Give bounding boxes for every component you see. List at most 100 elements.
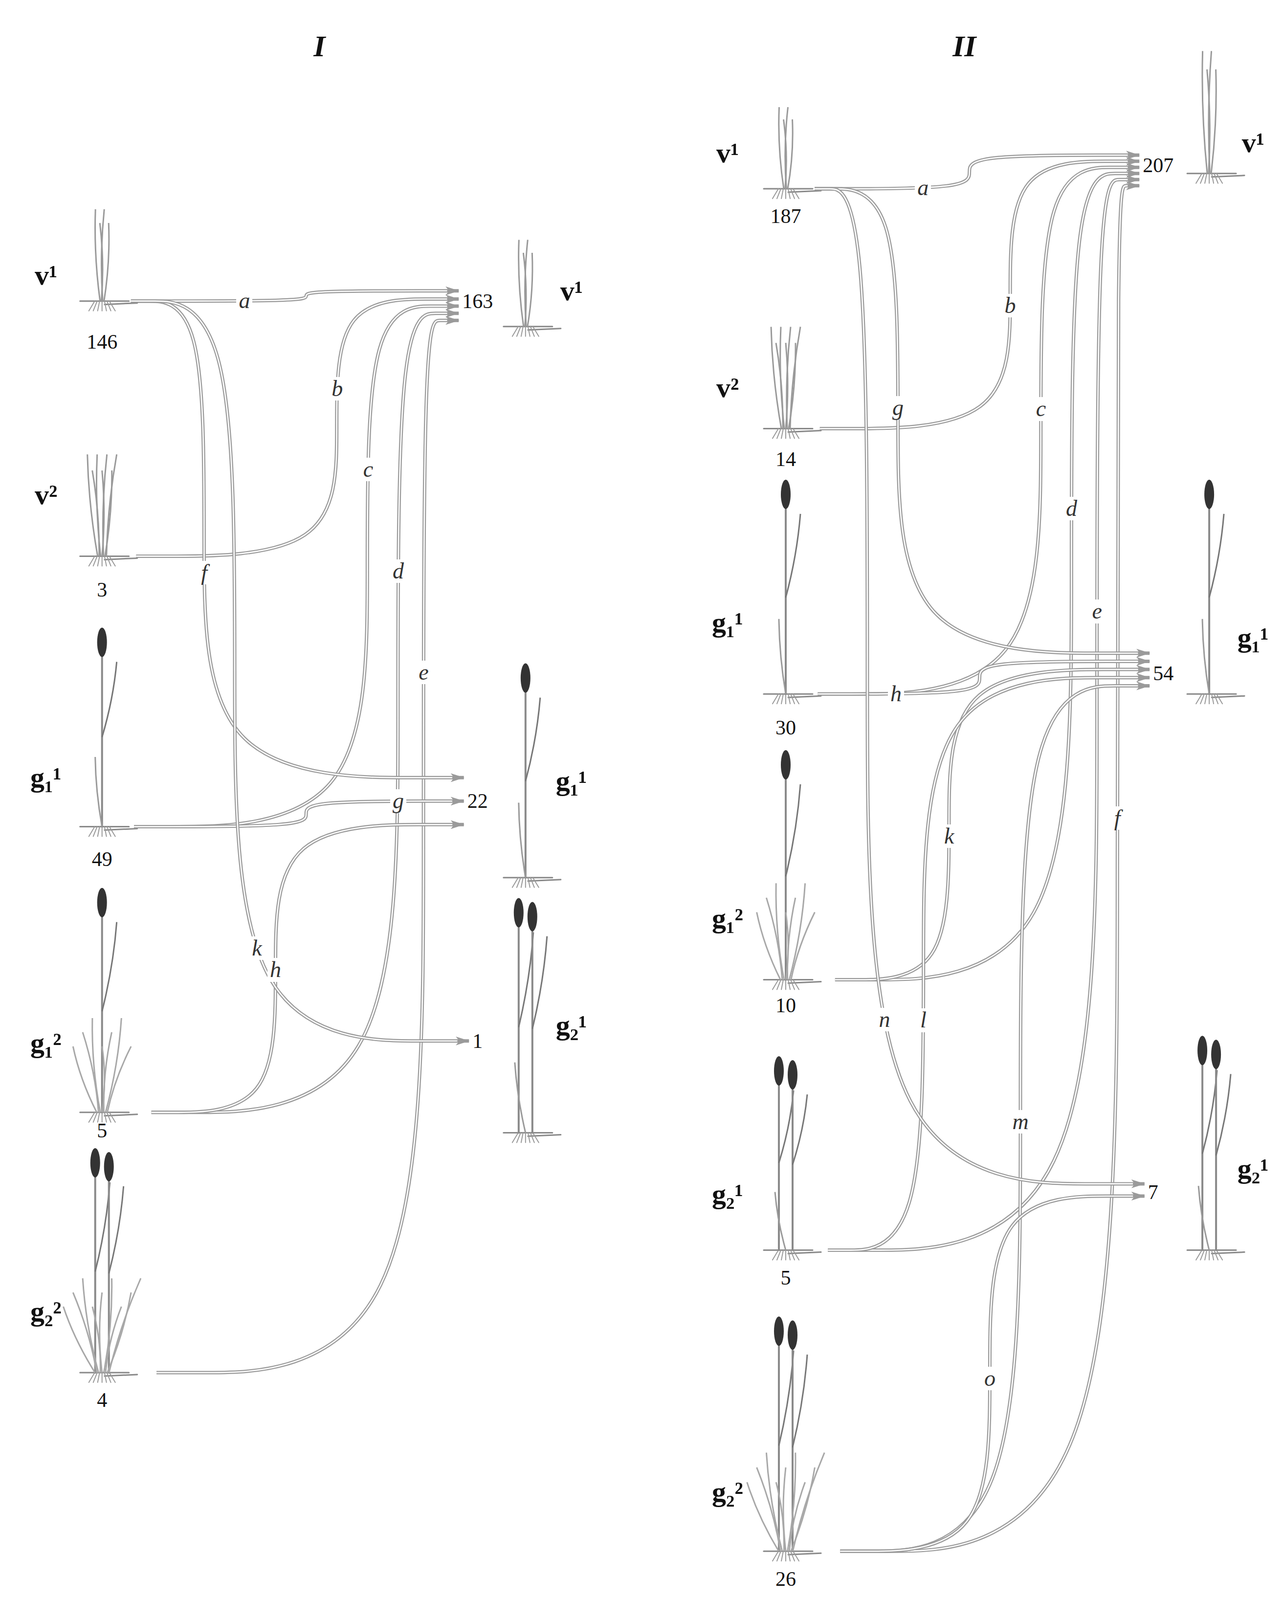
edge-group	[133, 306, 459, 827]
plant-stage-node: v² 3	[31, 445, 136, 604]
plant-icon	[1187, 1035, 1245, 1260]
plant-leaf	[92, 1017, 101, 1113]
plant-stroke	[101, 301, 103, 311]
plant-leaf	[775, 342, 783, 429]
plant-count: 146	[86, 330, 118, 354]
plant-icon	[503, 239, 561, 336]
plant-leaf	[792, 1452, 825, 1552]
plant-stroke	[788, 693, 791, 704]
plant-stroke	[784, 489, 787, 694]
plant-count: 22	[467, 789, 488, 813]
plant-count: 3	[96, 578, 108, 601]
plant-icon	[763, 107, 821, 199]
arrow-core	[840, 1195, 1145, 1551]
plant-spike	[774, 1316, 784, 1346]
stage-label: g₁¹	[711, 606, 744, 639]
arrow-core	[135, 298, 459, 556]
plant-stroke	[93, 826, 98, 837]
stage-label: g₂¹	[1237, 1152, 1269, 1185]
plant-leaf	[92, 470, 100, 556]
plant-stage-node: v¹146	[31, 206, 131, 356]
plant-leaf	[792, 1354, 808, 1448]
plant-leaf	[778, 1090, 794, 1163]
stage-label: v¹	[1241, 127, 1265, 159]
edge-group	[151, 824, 465, 1113]
plant-leaf	[96, 454, 101, 556]
plant-stroke	[101, 1372, 103, 1383]
plant-stroke	[109, 1112, 116, 1123]
plant-leaf	[95, 756, 103, 827]
arrow-core	[835, 173, 1140, 980]
plant-stroke	[93, 1112, 98, 1123]
plant-stroke	[521, 877, 524, 888]
plant-stroke	[788, 1250, 791, 1261]
plant-stroke	[93, 1372, 98, 1383]
plant-stroke	[109, 826, 116, 837]
plant-stroke	[788, 428, 791, 439]
plant-stroke	[793, 1550, 799, 1561]
plant-stroke	[1208, 693, 1210, 704]
plant-stroke	[93, 301, 98, 311]
edge-letter: h	[887, 682, 905, 706]
edge-letter: g	[889, 396, 907, 420]
transition-arrow	[135, 298, 459, 556]
plant-stroke	[104, 1372, 107, 1383]
plant-stroke	[97, 301, 100, 311]
plant-stage-node: g₁¹49	[27, 624, 134, 874]
plant-stroke	[781, 1250, 784, 1261]
edge-letter: h	[267, 957, 284, 982]
plant-stroke	[776, 188, 781, 199]
plant-spike	[513, 898, 524, 928]
stage-label: g₂¹	[555, 1009, 588, 1041]
plant-stroke	[788, 1252, 821, 1254]
transition-arrow	[133, 800, 465, 827]
stage-label: g₂²	[30, 1295, 62, 1328]
plant-count: 207	[1142, 154, 1174, 177]
plant-icon	[72, 887, 137, 1123]
plant-stroke	[788, 695, 821, 698]
edge-letter: f	[198, 560, 210, 585]
plant-leaf	[1202, 50, 1208, 174]
plant-stroke	[1204, 693, 1207, 704]
plant-stroke	[776, 1550, 781, 1561]
plant-icon	[80, 627, 138, 837]
plant-stage-node: v¹ 207	[1139, 47, 1268, 187]
plant-stroke	[776, 979, 781, 990]
stage-label: g₂²	[711, 1476, 744, 1508]
plant-stroke	[781, 979, 784, 990]
plant-stroke	[785, 188, 787, 199]
plant-leaf	[1208, 50, 1212, 174]
arrow-core	[133, 306, 459, 827]
plant-stroke	[1208, 1250, 1210, 1261]
plant-stroke	[1211, 1250, 1214, 1261]
stage-label: v¹	[716, 137, 739, 169]
edge-group	[840, 685, 1150, 1551]
plant-stroke	[781, 428, 784, 439]
stage-label: v²	[34, 479, 58, 511]
plant-stroke	[781, 188, 784, 199]
stage-label: v¹	[560, 275, 583, 307]
plant-stroke	[104, 826, 107, 837]
transition-arrow	[131, 301, 469, 1041]
plant-leaf	[778, 1350, 794, 1446]
plant-stroke	[776, 693, 781, 704]
plant-stroke	[785, 428, 787, 439]
transition-arrow	[133, 306, 459, 827]
plant-leaf	[785, 107, 789, 189]
plant-count: 5	[780, 1266, 791, 1289]
plant-leaf	[789, 883, 805, 980]
plant-stroke	[532, 1132, 539, 1143]
plant-leaf	[518, 239, 524, 327]
plant-leaf	[101, 209, 105, 302]
plant-stroke	[104, 1114, 138, 1116]
plant-stroke	[777, 1326, 780, 1551]
plant-stroke	[785, 979, 787, 990]
plant-stroke	[528, 1134, 561, 1137]
edge-group	[835, 669, 1150, 980]
plant-stroke	[109, 1372, 116, 1383]
transition-arrow	[835, 669, 1150, 980]
plant-leaf	[104, 222, 110, 302]
arrow-core	[819, 161, 1140, 429]
plant-stroke	[109, 555, 116, 566]
plant-stroke	[104, 555, 107, 566]
